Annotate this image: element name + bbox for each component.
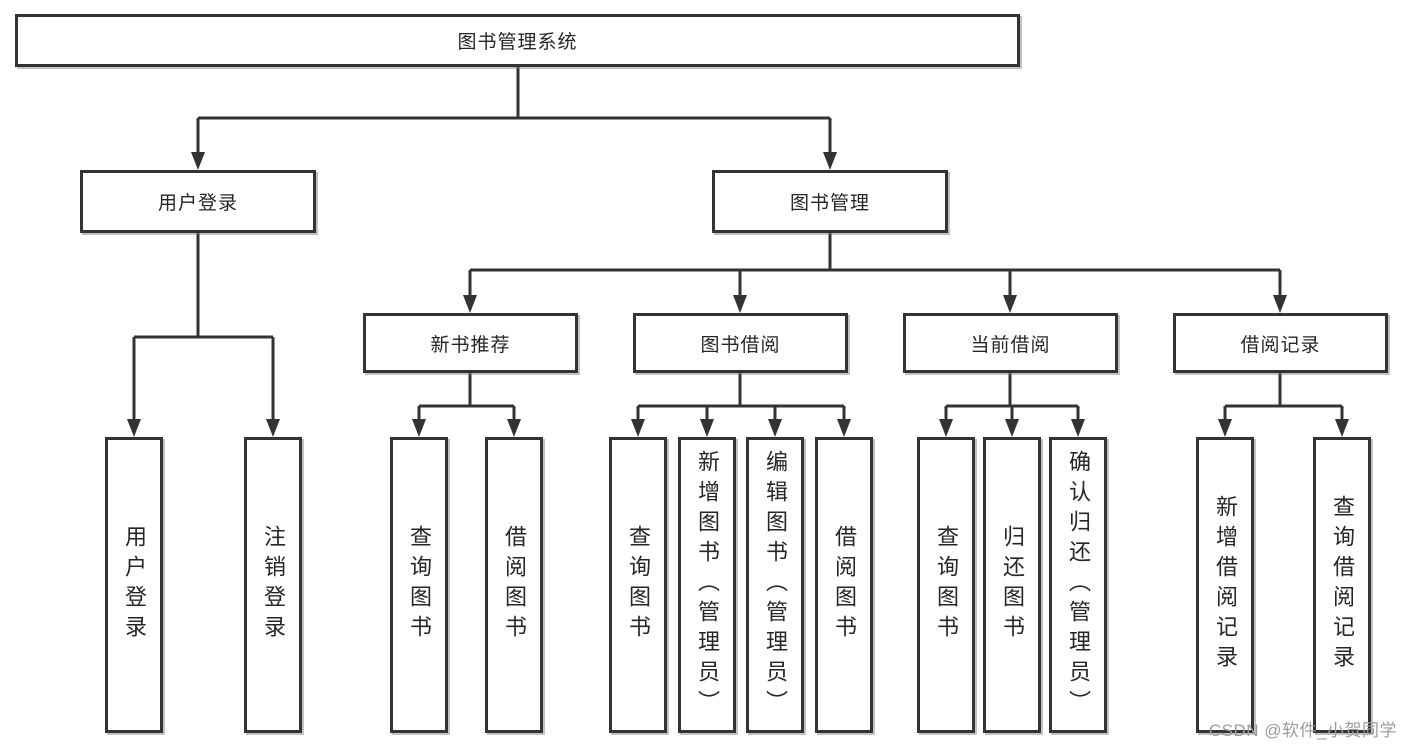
- leaf-label: 新增借阅记录: [1213, 495, 1238, 675]
- node-book-borrowing: 图书借阅: [633, 313, 848, 373]
- leaf-borrow-books: 借阅图书: [485, 437, 543, 733]
- leaf-logout: 注销登录: [244, 437, 302, 733]
- leaf-edit-books-admin: 编辑图书（管理员）: [746, 437, 804, 733]
- node-new-book-recommend: 新书推荐: [363, 313, 578, 373]
- leaf-label: 注销登录: [261, 525, 286, 645]
- watermark: CSDN @软件_小贺同学: [1208, 721, 1397, 740]
- leaf-query-borrow-record: 查询借阅记录: [1313, 437, 1371, 733]
- leaf-label: 查询图书: [934, 525, 959, 645]
- leaf-query-books: 查询图书: [609, 437, 667, 733]
- node-book-management: 图书管理: [712, 170, 948, 233]
- leaf-label: 新增图书（管理员）: [695, 450, 720, 720]
- leaf-borrow-books: 借阅图书: [815, 437, 873, 733]
- node-library-management-system: 图书管理系统: [15, 14, 1020, 67]
- leaf-return-books: 归还图书: [983, 437, 1041, 733]
- leaf-label: 查询借阅记录: [1330, 495, 1355, 675]
- leaf-query-books: 查询图书: [917, 437, 975, 733]
- leaf-confirm-return-admin: 确认归还（管理员）: [1049, 437, 1107, 733]
- leaf-label: 借阅图书: [832, 525, 857, 645]
- leaf-label: 查询图书: [407, 525, 432, 645]
- node-user-login: 用户登录: [80, 170, 316, 233]
- leaf-label: 用户登录: [122, 525, 147, 645]
- leaf-label: 查询图书: [626, 525, 651, 645]
- leaf-label: 归还图书: [1000, 525, 1025, 645]
- leaf-label: 借阅图书: [502, 525, 527, 645]
- leaf-add-books-admin: 新增图书（管理员）: [678, 437, 736, 733]
- leaf-query-books: 查询图书: [390, 437, 448, 733]
- leaf-user-login: 用户登录: [105, 437, 163, 733]
- leaf-add-borrow-record: 新增借阅记录: [1196, 437, 1254, 733]
- node-current-borrowing: 当前借阅: [903, 313, 1118, 373]
- node-borrowing-records: 借阅记录: [1173, 313, 1388, 373]
- leaf-label: 编辑图书（管理员）: [763, 450, 788, 720]
- leaf-label: 确认归还（管理员）: [1066, 450, 1091, 720]
